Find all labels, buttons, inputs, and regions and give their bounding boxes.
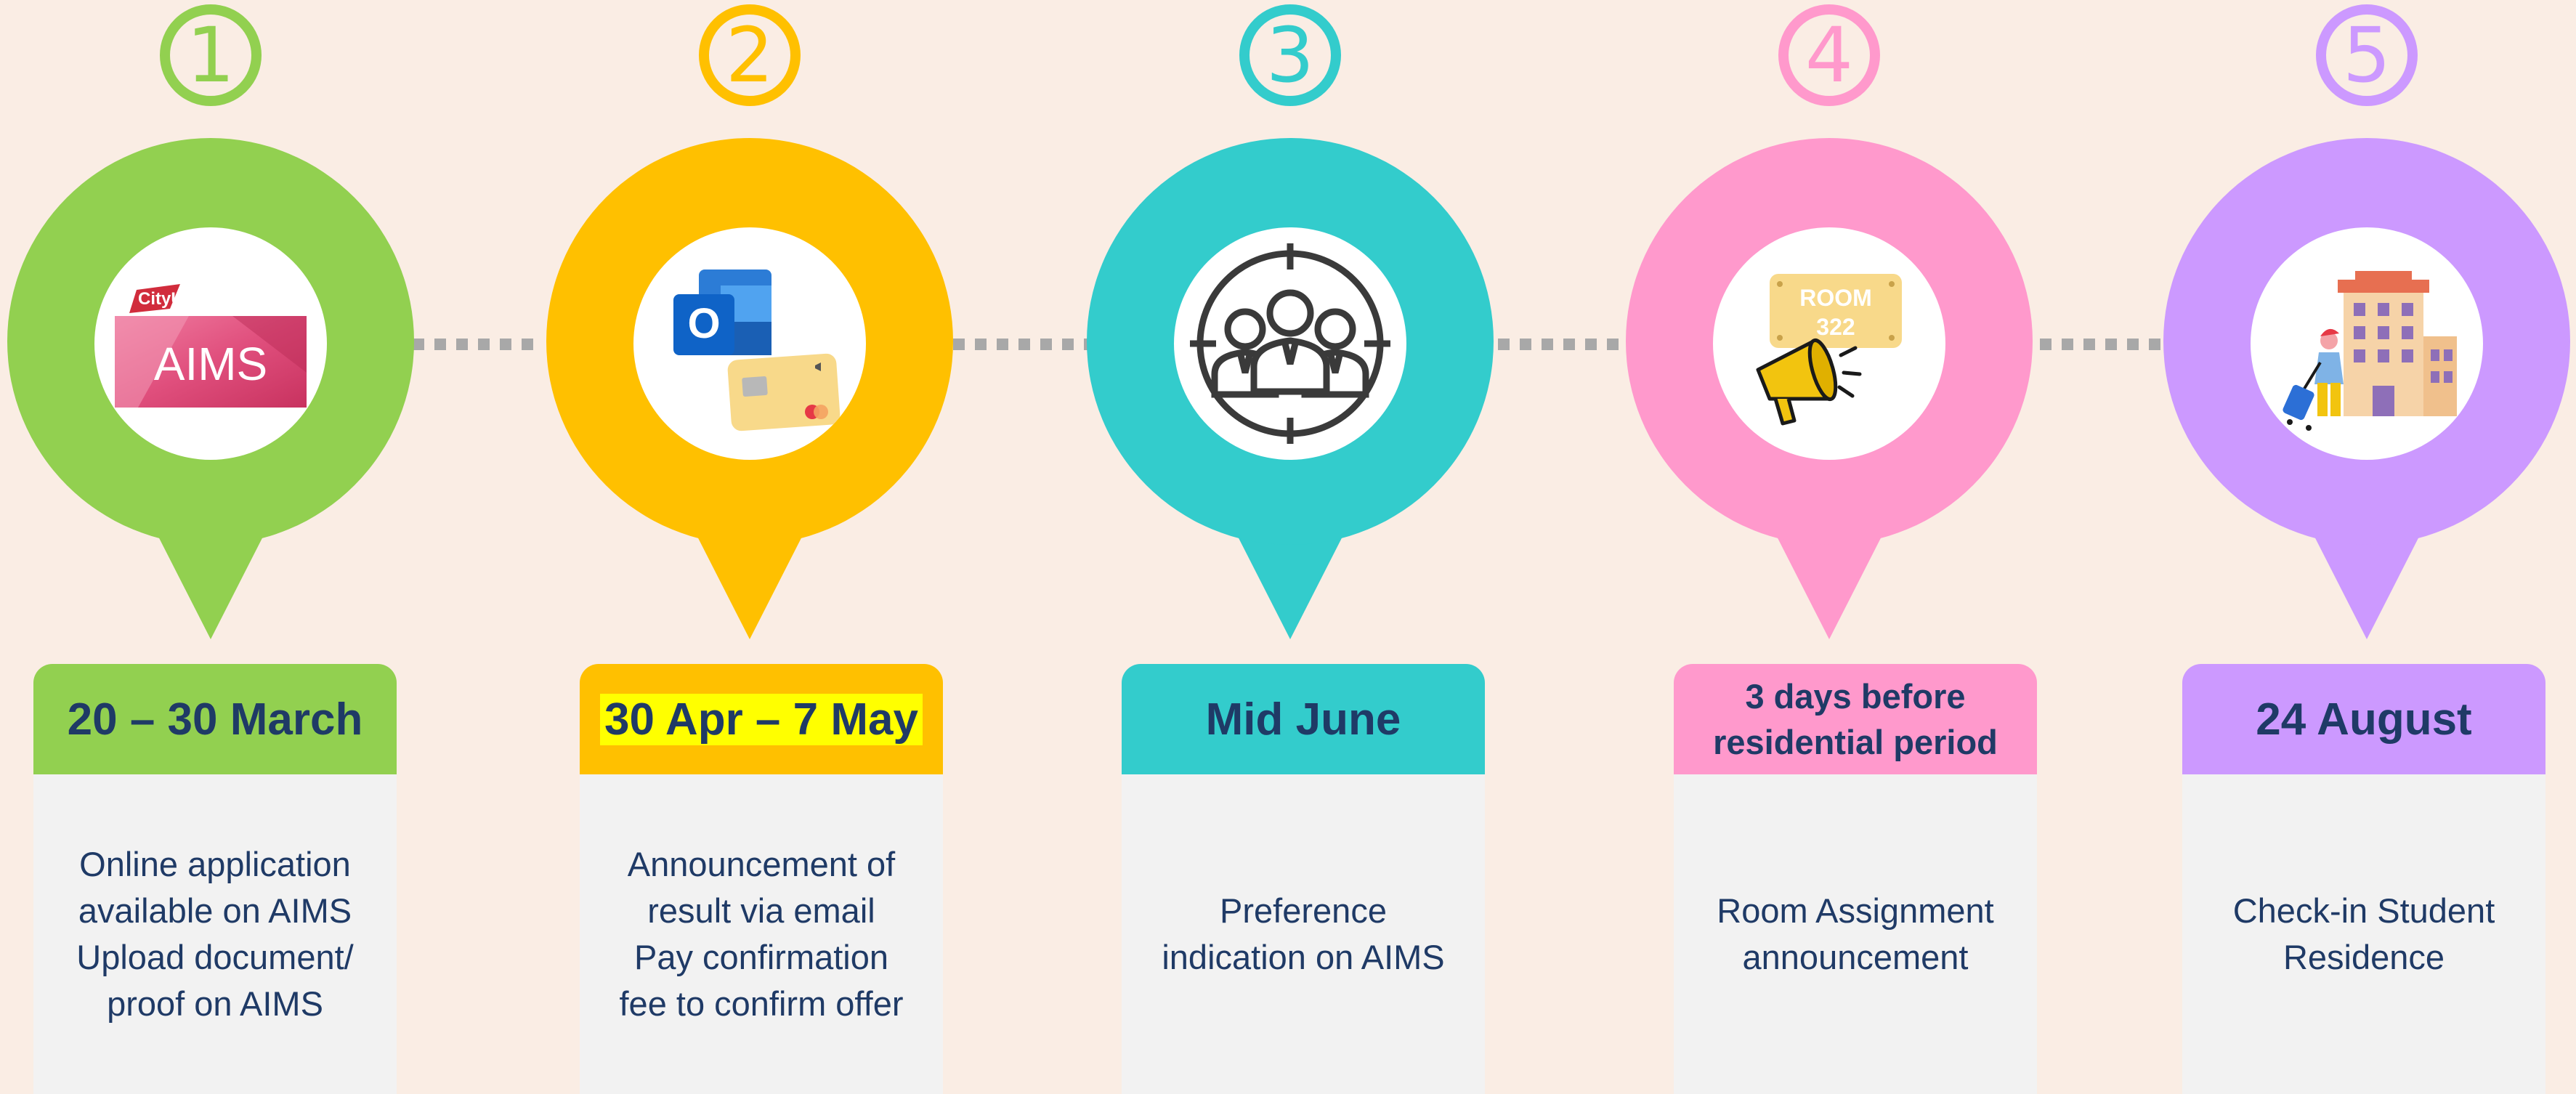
description-line: fee to confirm offer xyxy=(619,984,904,1023)
date-header: 3 days before residential period xyxy=(1674,664,2037,774)
room-sign-megaphone-icon: ROOM 322 xyxy=(1713,227,1945,460)
description-line: Preference xyxy=(1220,891,1387,930)
description-card: Room Assignment announcement xyxy=(1674,774,2037,1094)
description-line: Pay confirmation xyxy=(633,938,889,976)
outlook-email-credit-card-icon: O xyxy=(633,227,866,460)
step-number-badge: 2 xyxy=(699,4,801,106)
description-card: Check-in Student Residence xyxy=(2182,774,2545,1094)
logo-aims-text: AIMS xyxy=(154,338,267,390)
date-label: 30 Apr – 7 May xyxy=(600,693,923,745)
description-line: result via email xyxy=(647,891,875,930)
date-header: Mid June xyxy=(1122,664,1485,774)
outlook-letter: O xyxy=(687,300,720,347)
date-label: 20 – 30 March xyxy=(67,694,363,745)
connector-4-5 xyxy=(2040,339,2174,350)
step-number-badge: 1 xyxy=(160,4,262,106)
description-card: Announcement of result via email Pay con… xyxy=(580,774,943,1094)
room-sign-line1: ROOM xyxy=(1799,285,1872,311)
description-line: Check-in Student xyxy=(2232,891,2495,930)
step-3: 3 Mid June Preference indica xyxy=(1087,0,1494,1094)
hotel-traveler-luggage-icon xyxy=(2251,227,2483,460)
cityu-aims-logo-icon: CityU AIMS xyxy=(94,227,327,460)
date-label-line: residential period xyxy=(1713,723,1998,761)
description-line: proof on AIMS xyxy=(107,984,323,1023)
date-header: 24 August xyxy=(2182,664,2545,774)
connector-3-4 xyxy=(1498,339,1633,350)
date-label: Mid June xyxy=(1205,694,1401,745)
description-line: Online application xyxy=(79,845,351,883)
description-line: indication on AIMS xyxy=(1162,938,1445,976)
description-line: Residence xyxy=(2283,938,2445,976)
connector-2-3 xyxy=(953,339,1088,350)
room-sign-line2: 322 xyxy=(1816,314,1855,340)
step-4: 4 ROOM 322 3 days before residential per… xyxy=(1626,0,2037,1094)
step-number-badge: 4 xyxy=(1778,4,1880,106)
date-header: 30 Apr – 7 May xyxy=(580,664,943,774)
description-line: Announcement of xyxy=(627,845,896,883)
target-people-group-icon xyxy=(1174,227,1406,460)
step-number-badge: 5 xyxy=(2316,4,2418,106)
description-card: Preference indication on AIMS xyxy=(1122,774,1485,1094)
step-5: 5 24 xyxy=(2163,0,2570,1094)
description-card: Online application available on AIMS Upl… xyxy=(33,774,397,1094)
logo-small-text: CityU xyxy=(138,289,184,309)
date-label-line: 3 days before xyxy=(1745,676,1966,716)
description-line: Room Assignment xyxy=(1717,891,1994,930)
step-number-badge: 3 xyxy=(1239,4,1341,106)
date-label: 24 August xyxy=(2256,694,2472,745)
description-line: available on AIMS xyxy=(78,891,352,930)
step-1: 1 CityU AIMS 20 – 30 March Online applic… xyxy=(7,0,414,1094)
description-line: announcement xyxy=(1742,938,1969,976)
description-line: Upload document/ xyxy=(76,938,354,976)
connector-1-2 xyxy=(413,339,543,350)
date-header: 20 – 30 March xyxy=(33,664,397,774)
step-2: 2 O 30 Apr – 7 May Announcement of resul… xyxy=(546,0,953,1094)
